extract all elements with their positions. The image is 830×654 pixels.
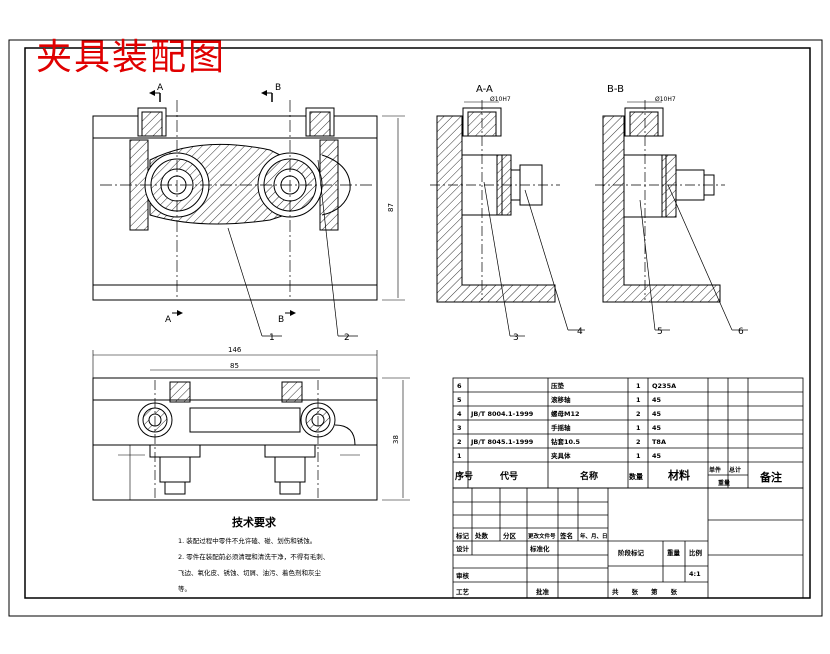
- bom-row-material: Q235A: [652, 382, 676, 390]
- bom-header-name: 名称: [580, 470, 598, 482]
- tb-sheet: 共 张 第 张: [612, 587, 678, 596]
- bom-row-qty: 2: [636, 438, 641, 446]
- notes-line-1: 1. 装配过程中零件不允许磕、碰、划伤和锈蚀。: [178, 536, 316, 545]
- bom-row-qty: 1: [636, 382, 641, 390]
- section-a-a: [430, 100, 585, 337]
- bom-row-no: 2: [457, 438, 462, 446]
- fit-a: Ø10H7: [490, 96, 511, 103]
- front-view-labels: A B A B 87 1 2: [157, 83, 395, 343]
- bom-header-code: 代号: [499, 470, 518, 482]
- outer-frame: [8, 39, 823, 617]
- tb-doc: 更改文件号: [528, 532, 556, 540]
- bom-row-qty: 2: [636, 410, 641, 418]
- bom-row-qty: 1: [636, 452, 641, 460]
- bom-row-name: 滚移轴: [551, 395, 571, 404]
- tb-design: 设计: [456, 544, 470, 553]
- bom-row-qty: 1: [636, 396, 641, 404]
- bom-row-material: 45: [652, 410, 662, 418]
- bom-row-name: 压垫: [551, 381, 565, 390]
- balloon-2: 2: [344, 333, 350, 343]
- bom-row-material: 45: [652, 396, 662, 404]
- balloon-5: 5: [657, 327, 663, 337]
- notes-line-2: 2. 零件在装配前必须清理和清洗干净，不得有毛刺、: [178, 552, 329, 561]
- balloon-1: 1: [269, 333, 275, 343]
- bom-row-name: 螺母M12: [551, 409, 580, 418]
- tb-weight: 重量: [667, 548, 681, 557]
- inner-frame: [24, 47, 811, 599]
- dim-overall-height: 87: [387, 203, 395, 212]
- cut-label-a-bottom: A: [165, 315, 172, 325]
- tb-check: 审核: [456, 571, 470, 580]
- tb-date: 年、月、日: [580, 532, 608, 540]
- bom-header-weight: 重量: [718, 479, 730, 487]
- balloon-6: 6: [738, 327, 744, 337]
- bom-row-no: 1: [457, 452, 462, 460]
- bom-row-code: JB/T 8004.1-1999: [470, 410, 534, 418]
- cut-label-b-bottom: B: [278, 315, 284, 325]
- notes-heading: 技术要求: [232, 515, 277, 529]
- bom-row-no: 5: [457, 396, 462, 404]
- bom-row-material: 45: [652, 424, 662, 432]
- title-block: [452, 487, 804, 599]
- bom-header-total: 总计: [729, 466, 741, 474]
- tb-standard: 标准化: [529, 544, 550, 553]
- title-block-text: 标记 处数 分区 更改文件号 签名 年、月、日 设计 标准化 阶段标记 重量 比…: [455, 531, 703, 596]
- bom-row-no: 6: [457, 382, 462, 390]
- bom-header-unit: 单件: [709, 466, 721, 474]
- tb-count: 处数: [474, 531, 489, 540]
- technical-notes: 技术要求 1. 装配过程中零件不允许磕、碰、划伤和锈蚀。 2. 零件在装配前必须…: [178, 515, 329, 593]
- tb-scale: 比例: [689, 548, 703, 557]
- top-view: [92, 350, 410, 501]
- bom-row-no: 4: [457, 410, 462, 418]
- balloon-3: 3: [513, 333, 519, 343]
- drawing-title: 夹具装配图: [36, 37, 227, 78]
- bom-row-name: 夹具体: [551, 451, 571, 460]
- notes-line-4: 等。: [178, 584, 191, 593]
- tb-zone: 分区: [503, 531, 517, 540]
- bom-text: 6 压垫 1 Q235A 5 滚移轴 1 45 4 JB/T 8004.1-19…: [457, 381, 676, 460]
- bom-header-material: 材料: [668, 468, 690, 482]
- bom-row-name: 手摇轴: [551, 423, 571, 432]
- dim-height-38: 38: [392, 435, 400, 444]
- bom-table: [452, 377, 804, 489]
- fit-b: Ø10H7: [655, 96, 676, 103]
- bom-header: 序号 代号 名称 数量 材料 单件 总计 重量 备注: [455, 466, 782, 487]
- tb-sign: 签名: [559, 531, 573, 540]
- bom-row-no: 3: [457, 424, 462, 432]
- dim-width-146: 146: [228, 346, 242, 354]
- section-b-label: B-B: [607, 84, 624, 95]
- bom-header-remark: 备注: [759, 470, 782, 484]
- notes-line-3: 飞边、氧化皮、锈蚀、切屑、油污、着色剂和灰尘: [178, 568, 322, 577]
- tb-stage: 阶段标记: [618, 548, 645, 557]
- tb-mark: 标记: [455, 531, 470, 540]
- bom-row-material: T8A: [652, 438, 666, 446]
- dim-width-85: 85: [230, 362, 239, 370]
- bom-row-name: 钻套10.5: [551, 437, 581, 446]
- section-b-b: [595, 100, 748, 331]
- bom-header-qty: 数量: [629, 472, 643, 481]
- bom-row-material: 45: [652, 452, 662, 460]
- tb-approve: 批准: [536, 587, 550, 596]
- balloon-4: 4: [577, 327, 583, 337]
- tb-scale-value: 4:1: [689, 570, 701, 578]
- front-view: [92, 90, 405, 337]
- bom-row-qty: 1: [636, 424, 641, 432]
- section-a-label: A-A: [476, 84, 493, 95]
- bom-header-no: 序号: [455, 470, 473, 482]
- bom-row-code: JB/T 8045.1-1999: [470, 438, 534, 446]
- cut-label-b-top: B: [275, 83, 281, 93]
- cut-label-a-top: A: [157, 83, 164, 93]
- tb-process: 工艺: [456, 587, 470, 596]
